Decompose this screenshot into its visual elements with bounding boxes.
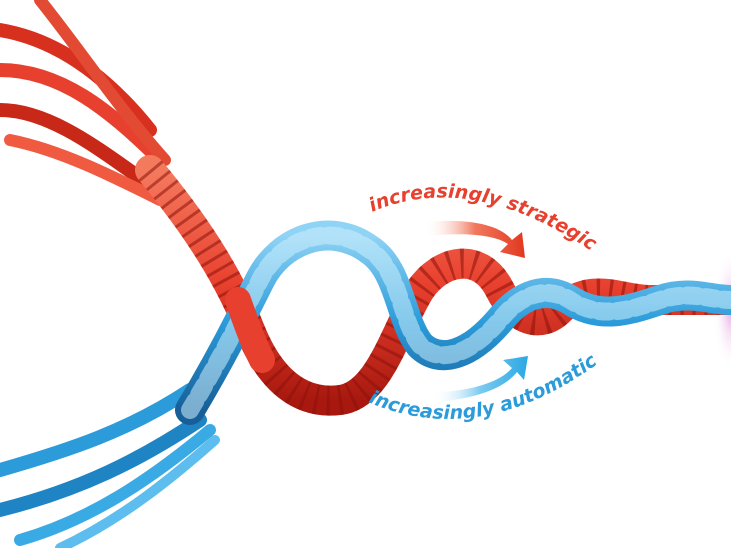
strategic-label-text: increasingly strategic — [366, 181, 602, 256]
blue-fiber-1 — [0, 390, 190, 470]
strategic-label: increasingly strategic — [366, 181, 602, 256]
red-rope — [0, 0, 731, 401]
